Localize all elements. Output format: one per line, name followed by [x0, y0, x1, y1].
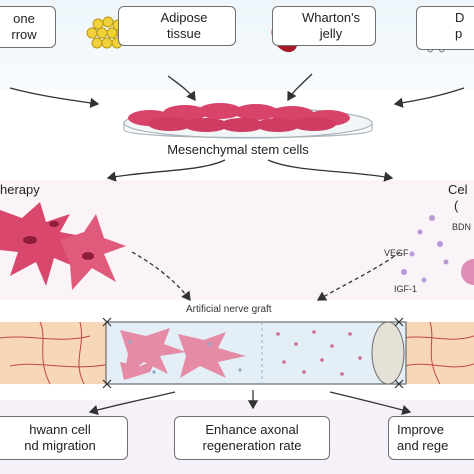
- graft-label: Artificial nerve graft: [186, 304, 272, 315]
- proximal-nerve-stump: [0, 321, 114, 385]
- arrow-dental: [393, 87, 465, 108]
- secreted-factor-dots: [401, 215, 474, 285]
- outcome-axonal-box: Enhance axonal regeneration rate: [174, 416, 330, 460]
- arrow-bone-marrow: [9, 87, 100, 109]
- outcome-schwann-box: hwann cell nd migration: [0, 416, 128, 460]
- factor-vegf-label: VEGF: [384, 248, 409, 258]
- factor-dots-in-conduit: [128, 330, 362, 376]
- factor-bdnf-label: BDN: [452, 222, 472, 232]
- source-wharton-box: Wharton's jelly: [272, 6, 376, 46]
- arrow-to-cell-free: [267, 159, 394, 182]
- factor-igf1-label: IGF-1: [394, 284, 418, 294]
- dashed-arrow-cells-to-graft: [131, 251, 191, 302]
- cell-therapy-label: herapy: [0, 182, 40, 197]
- cell-free-label-line1: Cel: [448, 182, 468, 197]
- cell-free-label-line2: (: [454, 198, 459, 213]
- source-band: [0, 0, 474, 90]
- source-dental-line2: p: [455, 26, 463, 41]
- outcome-axonal-line1: Enhance axonal: [205, 422, 299, 437]
- source-wharton-line2: jelly: [319, 26, 343, 41]
- outcome-improve-line2: and rege: [397, 438, 449, 453]
- arrow-outcome-left: [88, 391, 176, 416]
- outcome-improve-line1: Improve: [397, 422, 444, 437]
- source-wharton-line1: Wharton's: [301, 10, 361, 25]
- arrow-to-cell-therapy: [106, 159, 226, 182]
- outcome-schwann-line2: nd migration: [24, 438, 96, 453]
- source-bone-marrow-line2: rrow: [11, 27, 37, 42]
- source-bone-marrow-line1: one: [13, 11, 35, 26]
- source-bone-marrow-box: one rrow: [0, 6, 56, 48]
- outcome-schwann-line1: hwann cell: [29, 422, 91, 437]
- petri-dish-msc: [123, 103, 373, 139]
- arrow-wharton: [287, 73, 313, 102]
- seeded-cells-in-conduit: [120, 328, 246, 380]
- cell-free-label: Cel (: [448, 182, 468, 214]
- source-adipose-box: Adipose tissue: [118, 6, 236, 46]
- outcome-improve-box: Improve and rege: [388, 416, 474, 460]
- distal-nerve-stump: [398, 321, 474, 385]
- outcome-axonal-line2: regeneration rate: [202, 438, 302, 453]
- stellate-msc-cells: [0, 202, 126, 290]
- source-dental-line1: D: [455, 10, 465, 25]
- source-adipose-line2: tissue: [167, 26, 201, 41]
- arrow-adipose: [167, 75, 196, 102]
- dashed-arrow-factors-to-graft: [316, 251, 401, 301]
- source-dental-box: D p: [416, 6, 474, 50]
- arrow-outcome-right: [329, 391, 412, 416]
- suture-marks: [102, 317, 404, 389]
- msc-label: Mesenchymal stem cells: [167, 142, 309, 157]
- source-adipose-line1: Adipose: [160, 10, 208, 25]
